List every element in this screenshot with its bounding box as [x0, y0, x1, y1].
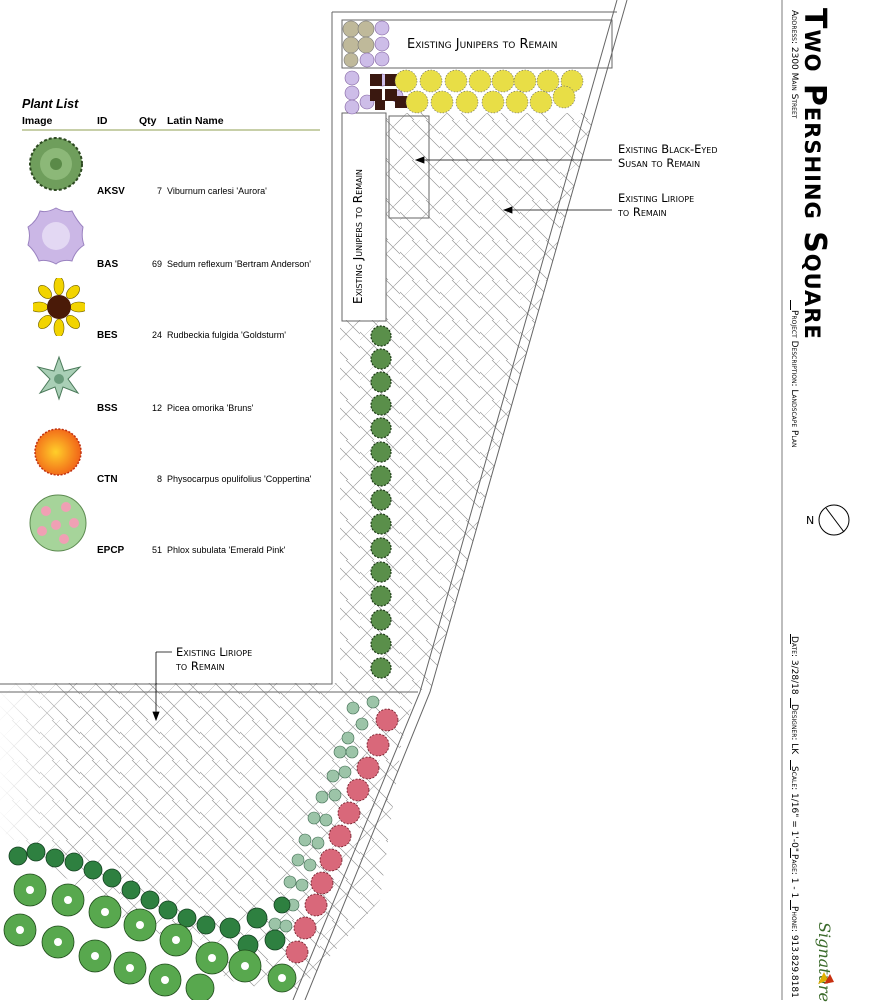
sedum-icon	[27, 207, 85, 265]
picea-icon	[36, 355, 82, 401]
rudbeckia-row	[394, 69, 584, 114]
property-lines	[0, 0, 628, 1000]
separator	[790, 900, 791, 910]
phlox-icon	[29, 494, 87, 552]
plant-row-bas: BAS 69 Sedum reflexum 'Bertram Anderson'	[22, 259, 322, 279]
plant-qty: 69	[151, 259, 162, 269]
separator	[790, 300, 791, 310]
plant-id: BSS	[97, 403, 118, 414]
leaf-icon	[818, 972, 834, 984]
physocarpus-icon	[34, 428, 82, 476]
plant-latin-name: Phlox subulata 'Emerald Pink'	[167, 545, 286, 555]
designer-text: Designer: LK	[789, 704, 799, 755]
label-line: Existing Liriope	[618, 191, 695, 205]
label-line: Susan to Remain	[618, 156, 701, 170]
plant-list-header: Image ID Qty Latin Name	[22, 115, 320, 131]
label-junipers-top: Existing Junipers to Remain	[407, 37, 558, 52]
plant-row-bss: BSS 12 Picea omorika 'Bruns'	[22, 403, 322, 423]
label-liriope-right: Existing Liriope to Remain	[618, 191, 694, 219]
plant-row-ctn: CTN 8 Physocarpus opulifolius 'Coppertin…	[22, 474, 322, 494]
plant-qty: 51	[151, 545, 162, 555]
plant-id: AKSV	[97, 186, 125, 197]
north-arrow	[818, 504, 850, 536]
scale-text: Scale: 1/16" = 1'-0"	[789, 766, 799, 852]
logo-text: Signature	[815, 922, 834, 1002]
label-black-eyed-susan: Existing Black-Eyed Susan to Remain	[618, 142, 717, 170]
label-line: Existing Black-Eyed	[618, 142, 718, 156]
plant-id: CTN	[97, 474, 118, 485]
plant-qty: 24	[151, 330, 162, 340]
label-line: Existing Liriope	[176, 645, 253, 659]
boxwood-bottom-arc	[8, 842, 291, 956]
phlox-arc	[285, 708, 399, 964]
juniper-cluster	[342, 20, 375, 68]
plant-list-title: Plant List	[22, 97, 79, 111]
plant-id: BAS	[97, 259, 119, 270]
boxwood-column	[370, 325, 392, 679]
header-image: Image	[22, 115, 53, 127]
company-logo: Signature	[800, 918, 840, 1002]
page-text: Page: 1 - 1	[789, 854, 799, 899]
plant-qty: 12	[151, 403, 162, 413]
separator	[790, 848, 791, 858]
date-text: Date: 3/28/18	[789, 636, 799, 695]
title-block-border	[781, 0, 783, 1000]
plant-latin-name: Rudbeckia fulgida 'Goldsturm'	[167, 330, 286, 340]
sedum-cluster	[344, 20, 404, 115]
label-liriope-bottom: Existing Liriope to Remain	[176, 645, 252, 673]
plant-row-epcp: EPCP 51 Phlox subulata 'Emerald Pink'	[22, 545, 322, 565]
project-description: Project Description: Landscape Plan	[789, 310, 799, 448]
plant-row-aksv: AKSV 7 Viburnum carlesi 'Aurora'	[22, 186, 322, 206]
viburnum-icon	[29, 137, 83, 191]
project-title: Two Pershing Square	[797, 8, 832, 340]
separator	[790, 760, 791, 770]
viburnum-flowers	[16, 886, 286, 984]
address-text: Address: 2300 Main Street	[789, 10, 799, 119]
rudbeckia-icon	[33, 278, 85, 336]
separator	[790, 634, 791, 644]
label-line: to Remain	[618, 205, 667, 219]
plant-latin-name: Physocarpus opulifolius 'Coppertina'	[167, 474, 312, 484]
plant-id: BES	[97, 330, 118, 341]
plant-latin-name: Sedum reflexum 'Bertram Anderson'	[167, 259, 311, 269]
plant-qty: 7	[156, 186, 162, 196]
plant-id: EPCP	[97, 545, 125, 556]
plant-row-bes: BES 24 Rudbeckia fulgida 'Goldsturm'	[22, 330, 322, 350]
north-label: N	[806, 514, 815, 527]
plant-qty: 8	[156, 474, 162, 484]
header-qty: Qty	[139, 115, 157, 127]
phone-text: Phone: 913.829.8181	[789, 906, 799, 998]
leader-lines	[152, 156, 612, 722]
plant-latin-name: Picea omorika 'Bruns'	[167, 403, 254, 413]
dark-plant-cluster	[370, 74, 407, 110]
header-latin: Latin Name	[167, 115, 224, 127]
label-junipers-vertical: Existing Junipers to Remain	[351, 169, 365, 304]
plant-latin-name: Viburnum carlesi 'Aurora'	[167, 186, 267, 196]
label-line: to Remain	[176, 659, 225, 673]
header-id: ID	[97, 115, 108, 127]
separator	[790, 698, 791, 708]
